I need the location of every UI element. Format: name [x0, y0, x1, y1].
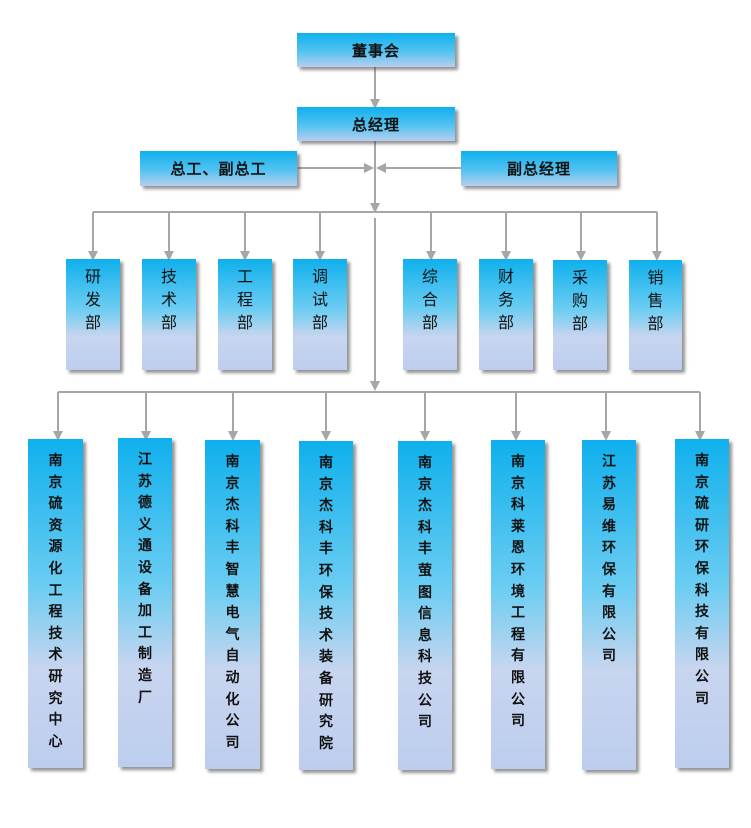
company-label: 南京杰科丰萤图信息科技公司 [418, 455, 432, 731]
company-box: 江苏易维环保有限公司 [582, 440, 636, 770]
general-manager-box: 总经理 [297, 107, 455, 141]
deputy-gm-box: 副总经理 [461, 151, 617, 186]
board-label: 董事会 [351, 41, 400, 60]
department-box: 采购部 [553, 260, 607, 370]
deputy-gm-label: 副总经理 [506, 160, 571, 178]
department-label: 技术部 [160, 267, 177, 332]
company-box: 南京硫研环保科技有限公司 [675, 439, 729, 768]
department-box: 财务部 [479, 259, 533, 370]
department-box: 研发部 [66, 259, 120, 370]
company-label: 江苏德义通设备加工制造厂 [138, 452, 152, 706]
department-label: 调试部 [311, 267, 328, 332]
company-box: 南京硫资源化工程技术研究中心 [28, 439, 83, 768]
company-label: 南京硫资源化工程技术研究中心 [48, 453, 63, 750]
department-label: 综合部 [421, 267, 438, 332]
company-label: 南京硫研环保科技有限公司 [695, 453, 709, 707]
department-label: 财务部 [497, 267, 514, 332]
chief-engineer-box: 总工、副总工 [140, 151, 297, 186]
department-label: 研发部 [84, 267, 101, 332]
department-label: 工程部 [236, 267, 253, 332]
department-label: 采购部 [571, 268, 588, 333]
company-label: 南京科莱恩环境工程有限公司 [511, 454, 525, 730]
general-manager-label: 总经理 [351, 115, 400, 134]
company-box: 江苏德义通设备加工制造厂 [118, 438, 172, 767]
company-box: 南京杰科丰智慧电气自动化公司 [205, 440, 260, 769]
company-label: 南京杰科丰环保技术装备研究院 [319, 455, 333, 752]
company-box: 南京杰科丰萤图信息科技公司 [398, 441, 452, 770]
company-box: 南京杰科丰环保技术装备研究院 [299, 441, 353, 770]
department-box: 销售部 [629, 260, 682, 370]
department-label: 销售部 [647, 268, 664, 333]
department-box: 综合部 [403, 259, 457, 370]
company-label: 南京杰科丰智慧电气自动化公司 [225, 454, 240, 751]
company-label: 江苏易维环保有限公司 [602, 454, 616, 665]
board-box: 董事会 [297, 33, 455, 67]
department-box: 技术部 [142, 259, 196, 370]
chief-engineer-label: 总工、副总工 [170, 160, 267, 178]
company-box: 南京科莱恩环境工程有限公司 [491, 440, 545, 769]
department-box: 工程部 [218, 259, 272, 370]
department-box: 调试部 [293, 259, 347, 370]
